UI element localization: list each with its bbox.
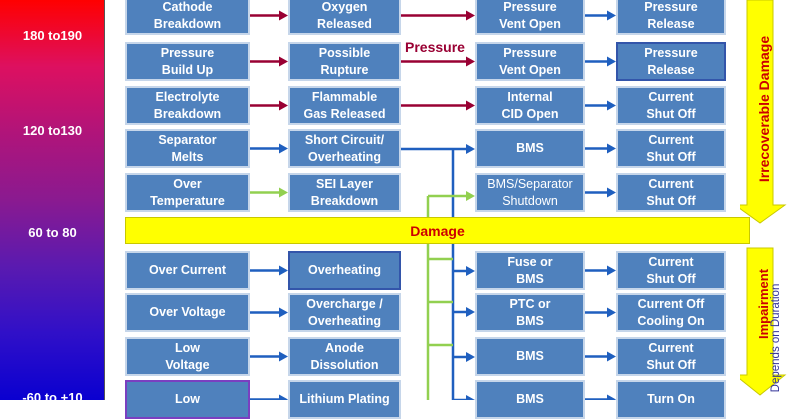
row3-response-box: Internal CID Open [475,86,585,125]
irrecoverable-damage-label: Irrecoverable Damage [756,35,772,183]
row8-outcome-box: Current Shut Off [616,337,726,376]
blue-branch-3-head [466,352,475,362]
temp-label-mid-high: 120 to130 [22,123,83,138]
row9-response-arrow-head [607,394,616,400]
row2-effect-arrow-head [466,56,475,67]
blue-branch-0-head [466,144,475,154]
row7-response-arrow-head [607,307,616,318]
row5-response-box: BMS/Separator Shutdown [475,173,585,212]
row2-effect-box: Possible Rupture [288,42,401,81]
row2-cause-arrow-head [279,56,288,67]
row3-cause-box: Electrolyte Breakdown [125,86,250,125]
row8-cause-box: Low Voltage [125,337,250,376]
row8-response-box: BMS [475,337,585,376]
row9-cause-arrow-head [279,394,288,400]
row3-outcome-box: Current Shut Off [616,86,726,125]
blue-branch-4-head [466,395,475,400]
row1-outcome-box: Pressure Release [616,0,726,35]
damage-bar: Damage [125,217,750,244]
row8-effect-box: Anode Dissolution [288,337,401,376]
row5-cause-arrow-head [279,187,288,198]
pressure-label: Pressure [405,39,465,55]
row1-effect-arrow-head [466,10,475,21]
damage-label: Damage [410,222,465,239]
row1-response-arrow-head [607,10,616,21]
row1-cause-arrow-head [279,10,288,21]
row4-effect-box: Short Circuit/ Overheating [288,129,401,168]
row4-outcome-box: Current Shut Off [616,129,726,168]
row3-effect-box: Flammable Gas Released [288,86,401,125]
row4-cause-arrow-head [279,143,288,154]
duration-label: Depends on Duration [770,283,782,393]
row7-cause-box: Over Voltage [125,293,250,332]
row1-cause-box: Cathode Breakdown [125,0,250,35]
row7-response-box: PTC or BMS [475,293,585,332]
row4-response-box: BMS [475,129,585,168]
row3-response-arrow-head [607,100,616,111]
severity-arrows [740,0,787,396]
impairment-arrow [740,247,787,396]
row7-outcome-box: Current Off Cooling On [616,293,726,332]
blue-branch-2-head [466,307,475,317]
row4-response-arrow-head [607,143,616,154]
blue-branch-1-head [466,266,475,276]
row6-effect-box: Overheating [288,251,401,290]
row6-cause-box: Over Current [125,251,250,290]
row4-cause-box: Separator Melts [125,129,250,168]
row5-response-arrow-head [607,187,616,198]
row8-cause-arrow-head [279,351,288,362]
temp-label-high: 180 to190 [22,28,83,43]
row2-outcome-box: Pressure Release [616,42,726,81]
row2-cause-box: Pressure Build Up [125,42,250,81]
row6-response-box: Fuse or BMS [475,251,585,290]
row3-effect-arrow-head [466,100,475,111]
row3-cause-arrow-head [279,100,288,111]
irrecoverable-arrow [740,0,787,224]
row7-effect-box: Overcharge / Overheating [288,293,401,332]
row5-outcome-box: Current Shut Off [616,173,726,212]
row6-cause-arrow-head [279,265,288,276]
row6-outcome-box: Current Shut Off [616,251,726,290]
green-branch-top-head [466,191,475,201]
temperature-scale-bar [0,0,105,400]
row2-response-box: Pressure Vent Open [475,42,585,81]
row5-cause-box: Over Temperature [125,173,250,212]
row1-effect-box: Oxygen Released [288,0,401,35]
row5-effect-box: SEI Layer Breakdown [288,173,401,212]
row8-response-arrow-head [607,351,616,362]
row2-response-arrow-head [607,56,616,67]
row7-cause-arrow-head [279,307,288,318]
row1-response-box: Pressure Vent Open [475,0,585,35]
temp-label-mid-low: 60 to 80 [28,225,77,240]
row6-response-arrow-head [607,265,616,276]
